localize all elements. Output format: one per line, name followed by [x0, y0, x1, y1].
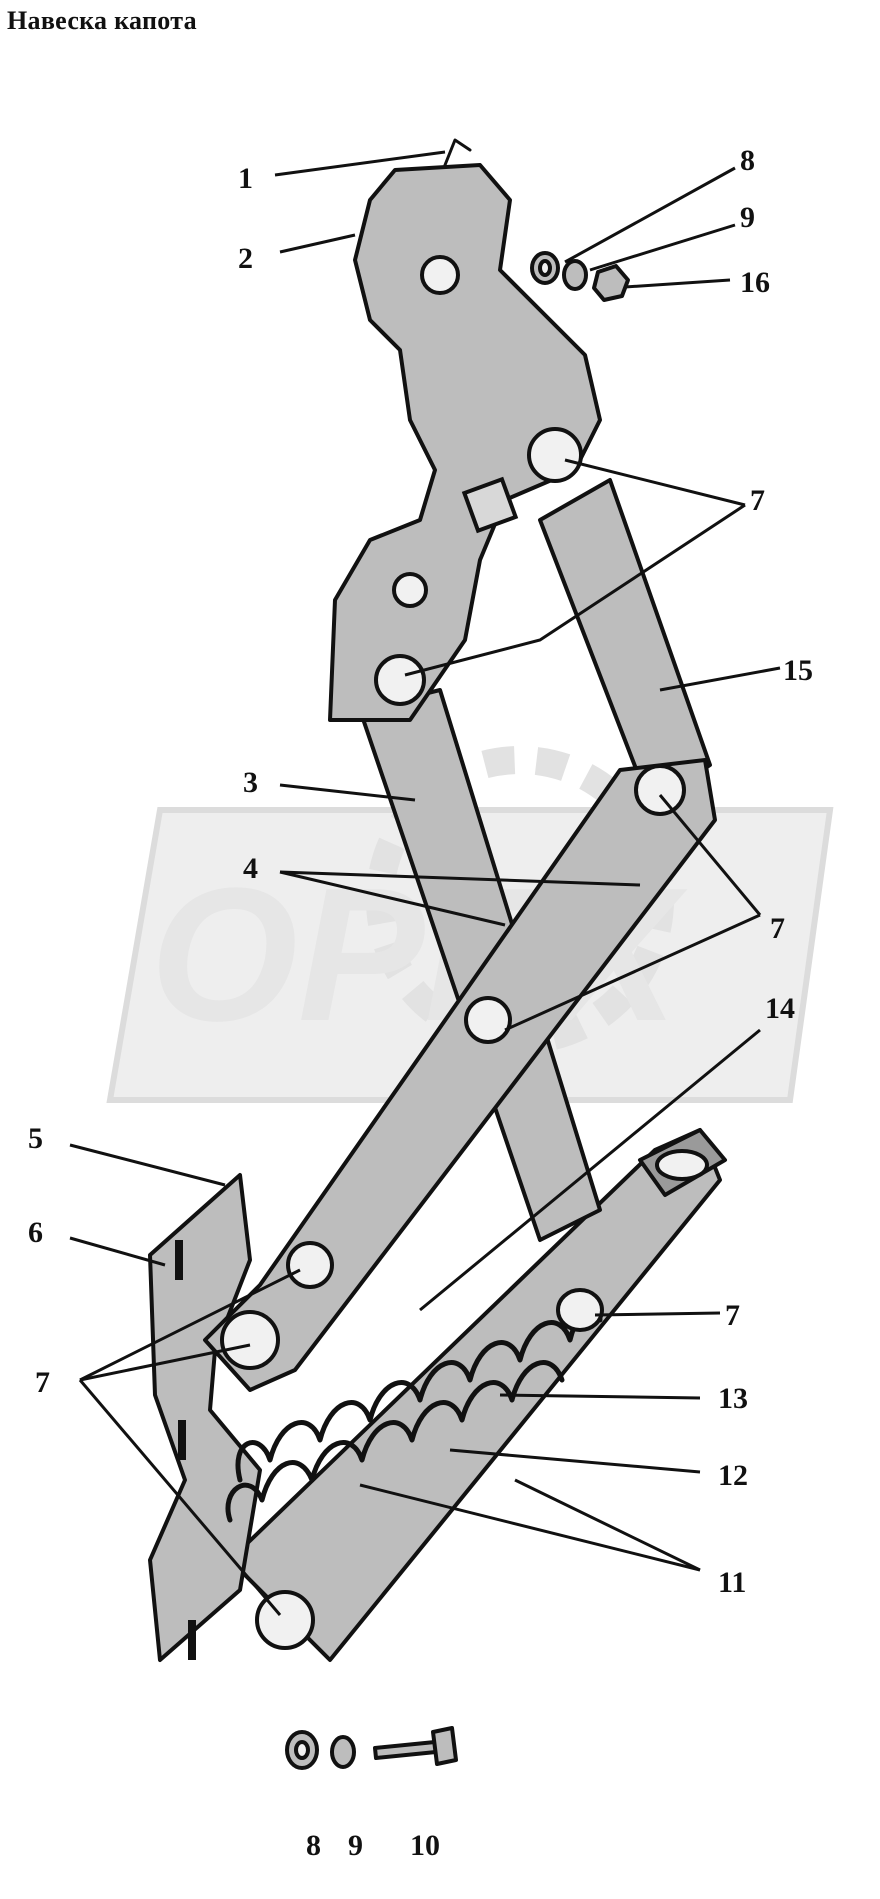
mounting-plate-5-6 — [148, 1173, 262, 1662]
label-8-top: 8 — [740, 144, 755, 177]
spring-11 — [225, 1288, 604, 1650]
label-3: 3 — [243, 766, 258, 799]
label-4: 4 — [243, 852, 258, 885]
label-6: 6 — [28, 1216, 43, 1249]
washer-8-bottom — [285, 1730, 319, 1770]
leader-lines — [69, 150, 781, 1616]
label-15: 15 — [783, 654, 813, 687]
label-13: 13 — [718, 1382, 748, 1415]
label-7c: 7 — [35, 1366, 50, 1399]
bolt-10 — [373, 1726, 458, 1766]
label-7a: 7 — [750, 484, 765, 517]
nut-16 — [592, 264, 630, 302]
lower-bracket-12 — [228, 1128, 727, 1662]
lock-washer-9-top — [562, 259, 588, 291]
page-title: Навеска капота — [7, 6, 197, 35]
main-lever — [203, 758, 717, 1392]
label-16: 16 — [740, 266, 770, 299]
label-5: 5 — [28, 1122, 43, 1155]
label-2: 2 — [238, 242, 253, 275]
label-8-bottom: 8 — [306, 1829, 321, 1862]
link-15 — [538, 478, 712, 807]
label-1: 1 — [238, 162, 253, 195]
lock-washer-9-bottom — [330, 1735, 356, 1769]
label-7b: 7 — [770, 912, 785, 945]
label-11: 11 — [718, 1566, 746, 1599]
upper-bracket-2 — [328, 138, 602, 722]
label-12: 12 — [718, 1459, 748, 1492]
label-7d: 7 — [725, 1299, 740, 1332]
label-10: 10 — [410, 1829, 440, 1862]
label-14: 14 — [765, 992, 795, 1025]
label-9-top: 9 — [740, 201, 755, 234]
label-9-bottom: 9 — [348, 1829, 363, 1862]
washer-8-top — [530, 251, 560, 285]
